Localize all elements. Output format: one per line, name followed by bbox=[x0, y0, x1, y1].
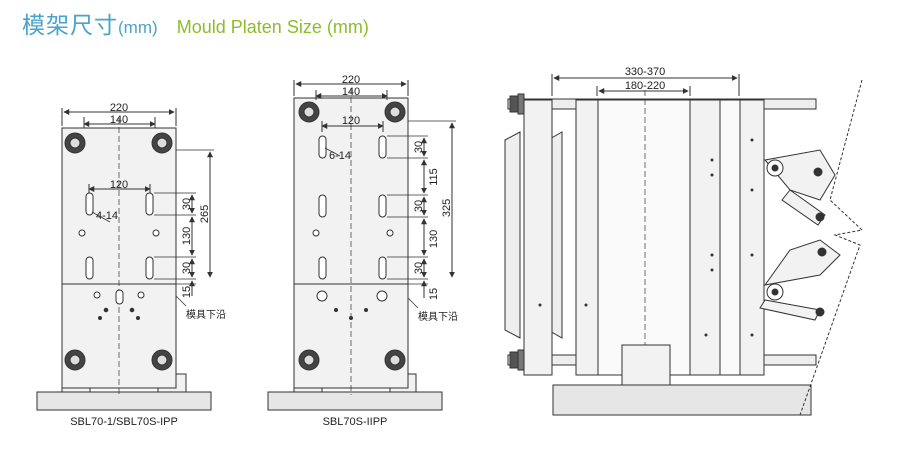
tie-bar-6 bbox=[384, 101, 406, 123]
dim-2-slot-spacing: 120 bbox=[342, 115, 360, 127]
tie-bar-2 bbox=[151, 132, 173, 154]
page-title: 模架尺寸(mm) Mould Platen Size (mm) bbox=[22, 6, 369, 40]
dim-2-slot-bottom: 30 bbox=[413, 262, 425, 274]
dim-2-slot-top: 30 bbox=[413, 141, 425, 153]
dim-1-height: 265 bbox=[199, 205, 211, 223]
slot-7 bbox=[318, 194, 327, 218]
title-english: Mould Platen Size (mm) bbox=[176, 17, 369, 37]
dim-2-slot-label: 6-14 bbox=[329, 150, 351, 162]
fixed-platen bbox=[523, 99, 553, 376]
tie-bar-8 bbox=[384, 349, 406, 371]
slot-8 bbox=[378, 194, 387, 218]
dim-1-slot-label: 4-14 bbox=[96, 210, 118, 222]
dim-1-width-outer: 220 bbox=[110, 102, 128, 114]
dim-2-width-inner: 140 bbox=[342, 86, 360, 98]
dim-2-bottom: 15 bbox=[428, 288, 440, 300]
title-chinese-unit: (mm) bbox=[118, 18, 158, 37]
clamp-side-view bbox=[504, 74, 864, 416]
slot-2 bbox=[145, 192, 154, 216]
caption-2: SBL70S-IIPP bbox=[323, 416, 388, 428]
dim-daylight: 180-220 bbox=[625, 80, 665, 92]
ejector-area bbox=[597, 99, 691, 376]
mould-fixed-half bbox=[504, 131, 521, 339]
platen-drawing-2 bbox=[267, 80, 456, 411]
mould-edge-label-1: 模具下沿 bbox=[186, 309, 226, 321]
tie-bar-7 bbox=[298, 349, 320, 371]
break-line bbox=[799, 79, 864, 416]
dim-1-bottom: 15 bbox=[181, 286, 193, 298]
machine-base-1 bbox=[36, 391, 212, 411]
platen-drawing-1 bbox=[36, 108, 214, 411]
toggle-lower bbox=[759, 239, 841, 321]
toggle-upper bbox=[764, 149, 836, 226]
tie-bar-4 bbox=[151, 349, 173, 371]
ejector-housing bbox=[621, 344, 671, 386]
dim-2-slot-gap: 115 bbox=[428, 168, 440, 186]
title-chinese: 模架尺寸 bbox=[22, 13, 118, 39]
dim-1-slot-spacing: 120 bbox=[110, 179, 128, 191]
dim-2-slot-mid: 30 bbox=[413, 200, 425, 212]
side-base bbox=[552, 384, 812, 416]
dim-2-slot-lower: 130 bbox=[428, 230, 440, 248]
caption-1: SBL70-1/SBL70S-IPP bbox=[70, 416, 178, 428]
dim-1-width-inner: 140 bbox=[110, 114, 128, 126]
slot-10 bbox=[378, 256, 387, 280]
dim-stroke: 330-370 bbox=[625, 66, 665, 78]
dims-drawing-1: 220 140 120 4-14 30 130 30 265 15 模具下沿 S… bbox=[70, 102, 226, 428]
dim-1-slot-mid: 130 bbox=[181, 227, 193, 245]
machine-base-2 bbox=[267, 391, 443, 411]
rear-platen-1 bbox=[689, 99, 721, 376]
dim-2-height: 325 bbox=[441, 199, 453, 217]
dim-1-slot-top: 30 bbox=[181, 198, 193, 210]
dim-2-width-outer: 220 bbox=[342, 74, 360, 86]
tie-bar-1 bbox=[64, 132, 86, 154]
tie-bar-3 bbox=[64, 349, 86, 371]
slot-6 bbox=[378, 135, 387, 159]
mould-edge-label-2: 模具下沿 bbox=[418, 311, 458, 323]
dim-1-slot-bottom: 30 bbox=[181, 262, 193, 274]
slot-1 bbox=[85, 192, 94, 216]
slot-9 bbox=[318, 256, 327, 280]
rear-platen-2 bbox=[739, 99, 765, 376]
slot-3 bbox=[85, 256, 94, 280]
slot-5 bbox=[318, 135, 327, 159]
tie-bar-5 bbox=[298, 101, 320, 123]
dims-side-view: 330-370 180-220 bbox=[625, 66, 665, 92]
moving-platen bbox=[575, 99, 599, 376]
slot-4 bbox=[145, 256, 154, 280]
dims-drawing-2: 220 140 120 6-14 30 115 30 130 30 325 15… bbox=[323, 74, 458, 428]
